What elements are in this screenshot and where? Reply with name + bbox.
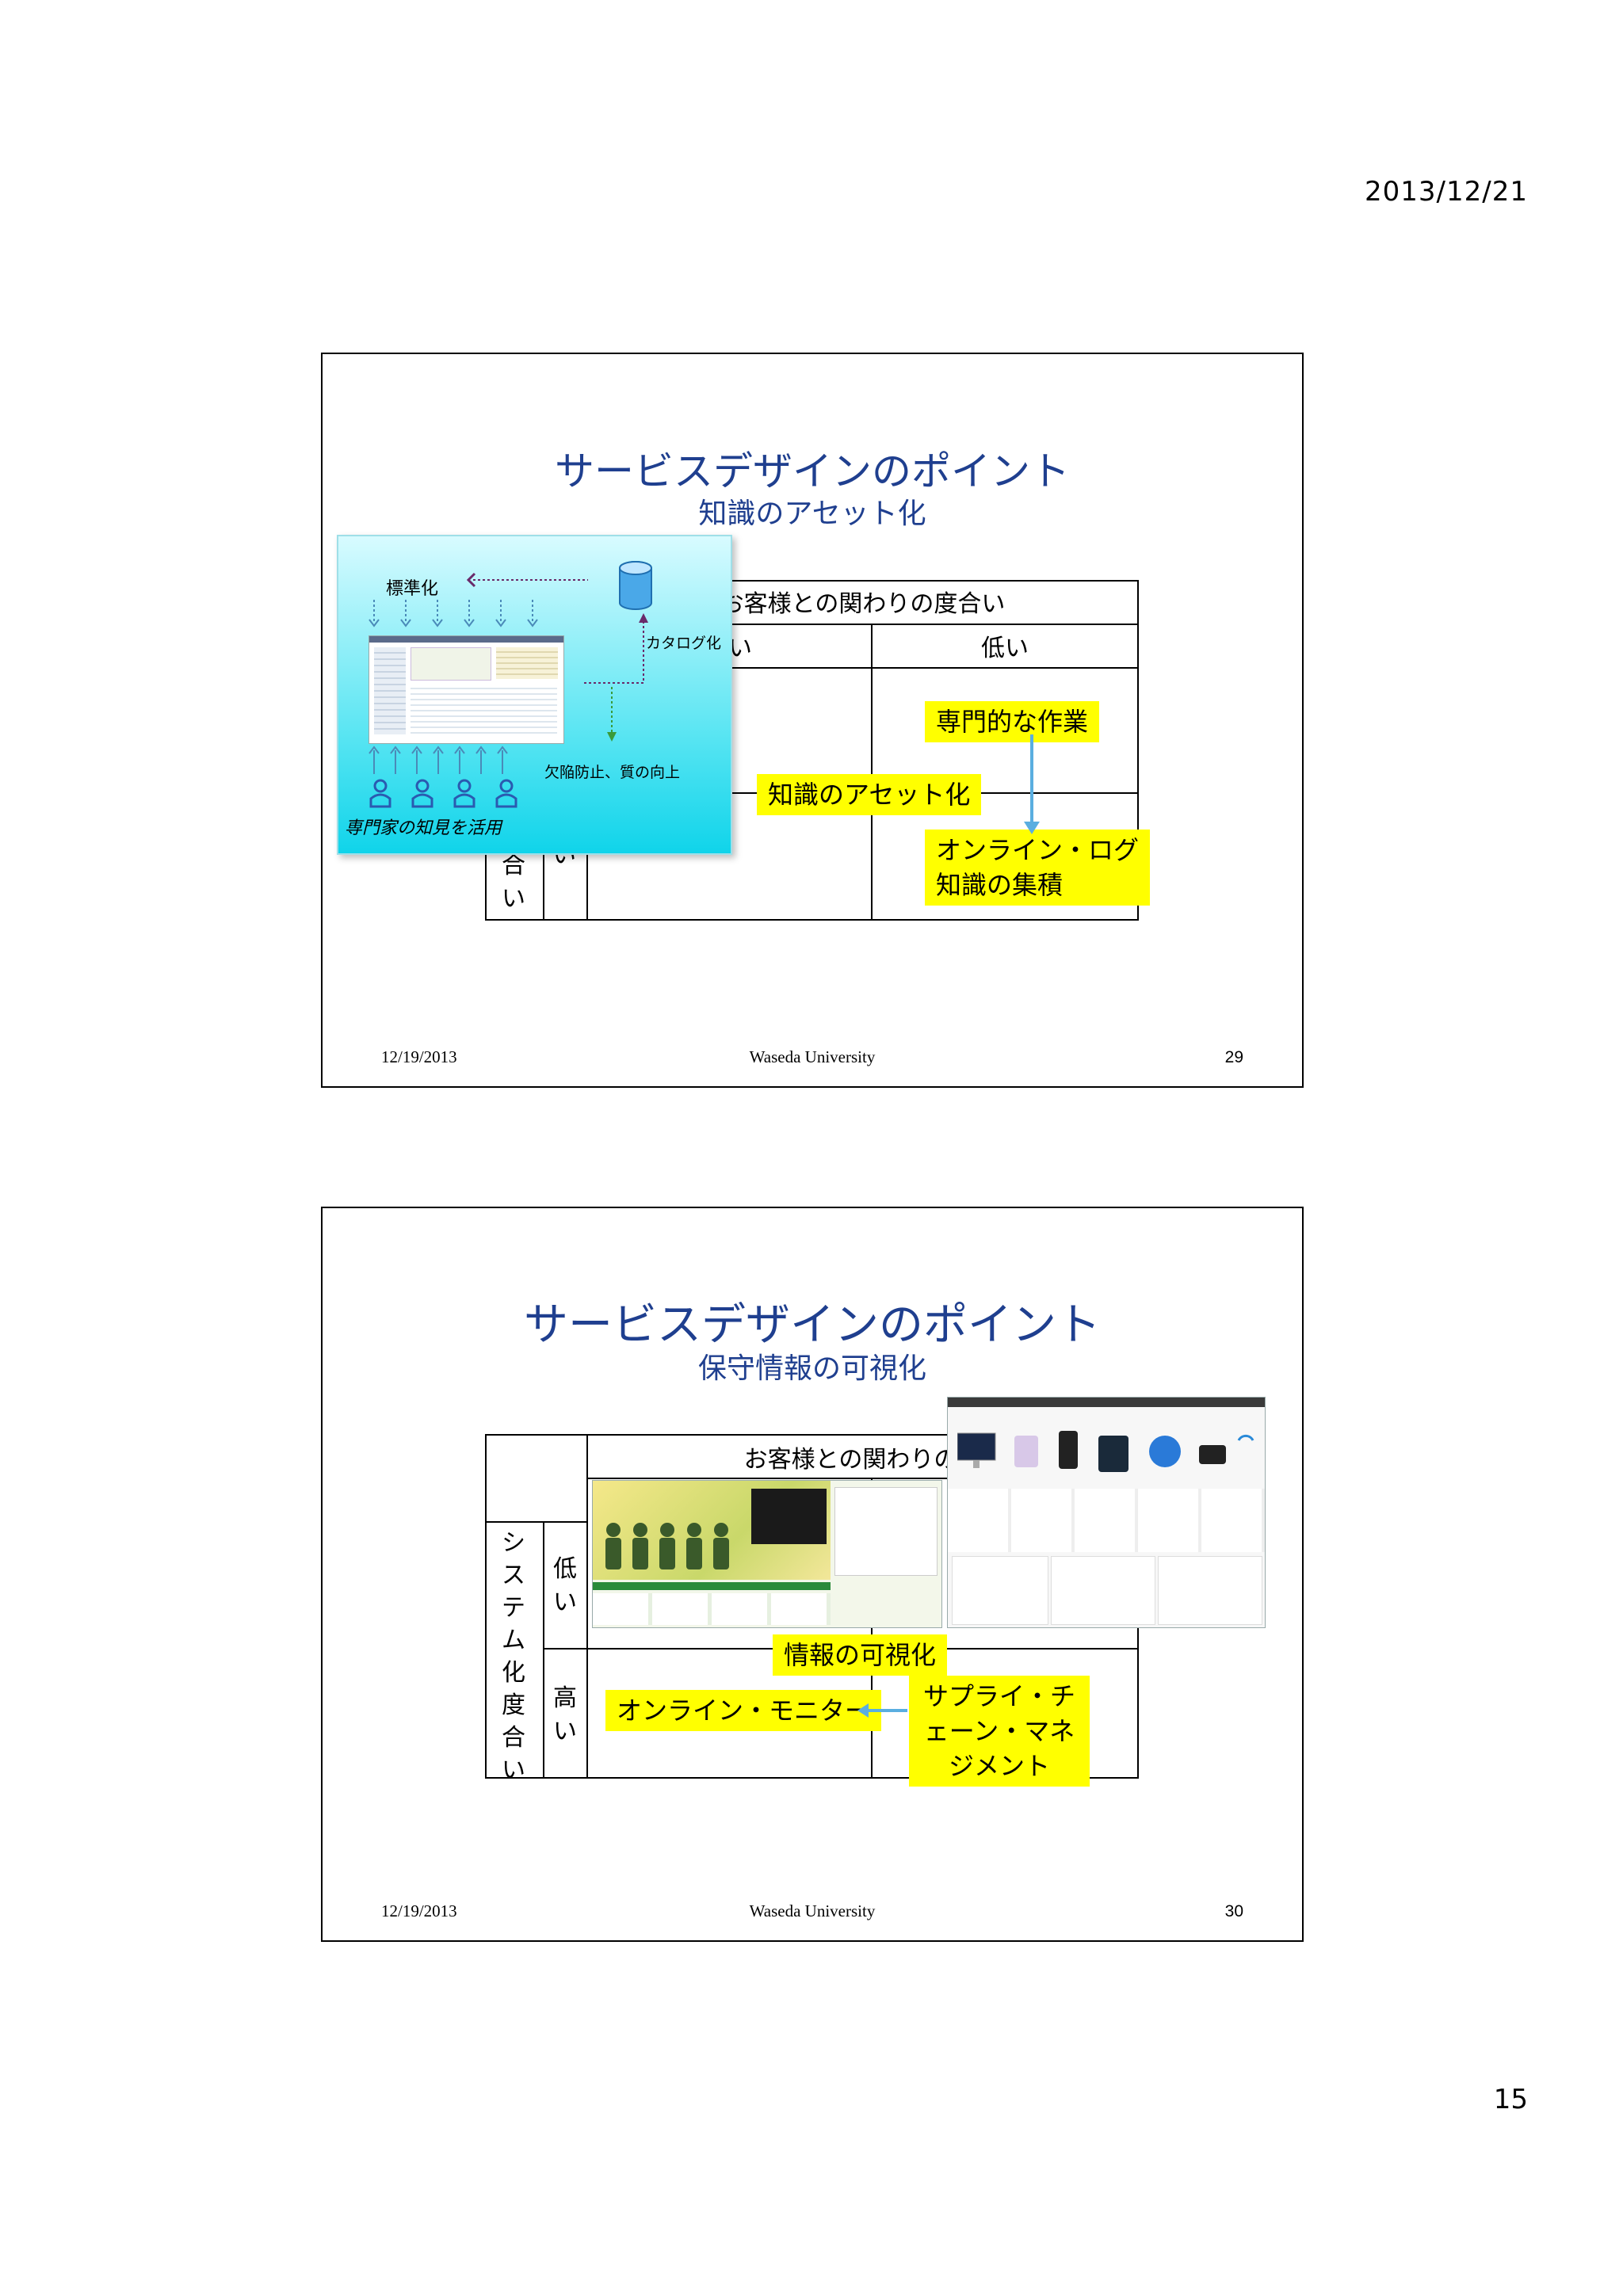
catalog-label: カタログ化 [646,635,722,652]
table-header: お客様との関わりの度合い [720,590,1006,618]
database-icon [619,561,652,610]
slide-title: サービスデザインのポイント [555,448,1070,494]
row-high: 高い [553,1684,577,1745]
footer-date: 12/19/2013 [381,1901,457,1920]
slide-subtitle: 知識のアセット化 [698,498,926,530]
top-arrows-icon [369,600,538,627]
left-arrow-icon [857,1703,907,1718]
footer-slide-number: 30 [1224,1902,1243,1920]
catalog-flow-arrows [584,613,648,742]
monitor-box: オンライン・モニター [605,1690,882,1731]
down-arrow-icon [1024,734,1040,834]
row-low: 低い [553,1555,577,1616]
defect-label: 欠陥防止、質の向上 [544,764,681,781]
asset-box: 知識のアセット化 [757,774,982,815]
footer-org: Waseda University [749,1901,876,1920]
footer-org: Waseda University [749,1047,876,1066]
slide-title: サービスデザインのポイント [524,1299,1101,1351]
col-partial: い [728,635,752,662]
standardize-label: 標準化 [386,579,439,599]
expert-label: 専門家の知見を活用 [345,818,502,838]
col-low: 低い [981,635,1029,662]
row-fragment: 合い [502,852,525,913]
supply-chain-box: サプライ・チェーン・マネジメント [909,1676,1090,1787]
knowledge-panel: 標準化 カタログ化 [337,535,732,855]
slide-subtitle: 保守情報の可視化 [697,1352,926,1385]
slide-29: サービスデザインのポイント 知識のアセット化 お客様との関わりの度合い い 低い… [321,353,1304,1088]
page-date: 2013/12/21 [1365,176,1528,208]
visualize-box: 情報の可視化 [773,1634,948,1676]
row-label-system: システム化度合い [502,1529,525,1784]
left-arrow-icon [466,572,588,588]
bottom-arrows-icon [369,746,508,774]
page-number: 15 [1493,2084,1528,2115]
slide-30: サービスデザインのポイント 保守情報の可視化 お客様との関わりの度 システム化度… [321,1207,1304,1942]
footer-slide-number: 29 [1224,1048,1243,1066]
footer-date: 12/19/2013 [381,1047,457,1066]
software-screenshot [369,635,564,744]
support-site-screenshot [947,1397,1266,1628]
online-log-box: オンライン・ログ 知識の集積 [925,830,1151,906]
table-header: お客様との関わりの度 [743,1446,982,1474]
delivery-site-screenshot [592,1480,942,1628]
people-icon [369,779,517,808]
specialist-box: 専門的な作業 [925,701,1100,742]
